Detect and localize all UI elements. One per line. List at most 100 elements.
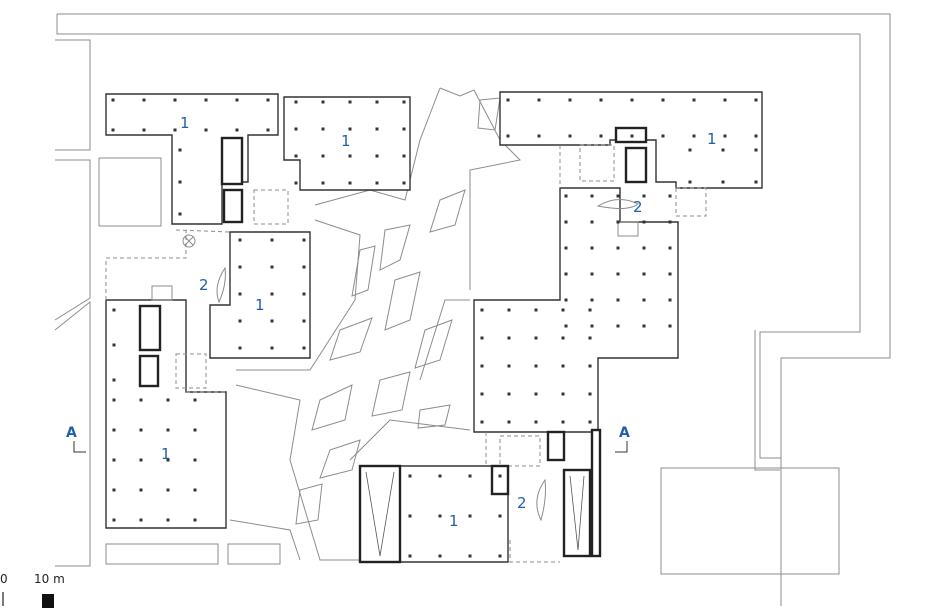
column-marker <box>139 458 143 462</box>
column-marker <box>375 154 379 158</box>
column-marker <box>468 554 472 558</box>
column-marker <box>590 220 594 224</box>
column-marker <box>561 420 565 424</box>
column-marker <box>534 420 538 424</box>
service-cores <box>138 126 648 564</box>
column-marker <box>507 392 511 396</box>
column-marker <box>348 100 352 104</box>
column-marker <box>534 336 538 340</box>
zone-label-2: 2 <box>199 276 209 294</box>
column-marker <box>642 298 646 302</box>
site-context <box>54 13 891 606</box>
column-marker <box>590 272 594 276</box>
column-marker <box>668 324 672 328</box>
column-marker <box>270 265 274 269</box>
column-marker <box>238 319 242 323</box>
column-marker <box>266 98 270 102</box>
column-marker <box>668 194 672 198</box>
column-marker <box>139 428 143 432</box>
column-marker <box>112 378 116 382</box>
column-marker <box>294 100 298 104</box>
column-marker <box>178 212 182 216</box>
column-marker <box>754 134 758 138</box>
column-marker <box>588 364 592 368</box>
column-marker <box>111 98 115 102</box>
column-marker <box>507 336 511 340</box>
column-marker <box>321 154 325 158</box>
column-marker <box>348 127 352 131</box>
column-marker <box>588 392 592 396</box>
column-marker <box>564 324 568 328</box>
column-marker <box>537 98 541 102</box>
column-marker <box>630 134 634 138</box>
column-marker <box>498 554 502 558</box>
column-marker <box>588 336 592 340</box>
column-marker <box>590 194 594 198</box>
column-marker <box>112 428 116 432</box>
column-marker <box>142 98 146 102</box>
column-marker <box>193 458 197 462</box>
column-marker <box>193 488 197 492</box>
column-marker <box>178 180 182 184</box>
column-marker <box>480 364 484 368</box>
column-marker <box>668 272 672 276</box>
zone-label-1: 1 <box>161 445 171 463</box>
column-marker <box>142 128 146 132</box>
column-marker <box>480 420 484 424</box>
section-marker-a-east: A <box>619 425 630 441</box>
column-marker <box>235 128 239 132</box>
column-marker <box>616 246 620 250</box>
column-marker <box>294 127 298 131</box>
zone-label-1: 1 <box>180 114 190 132</box>
column-marker <box>238 238 242 242</box>
column-marker <box>498 514 502 518</box>
column-marker <box>438 514 442 518</box>
column-marker <box>166 398 170 402</box>
column-marker <box>321 100 325 104</box>
scale-bar-start-label: 0 <box>0 572 8 586</box>
column-marker <box>480 308 484 312</box>
column-marker <box>616 298 620 302</box>
column-marker <box>642 220 646 224</box>
column-marker <box>661 98 665 102</box>
column-marker <box>616 194 620 198</box>
column-marker <box>630 98 634 102</box>
column-marker <box>564 298 568 302</box>
column-marker <box>112 518 116 522</box>
column-marker <box>534 392 538 396</box>
column-marker <box>302 319 306 323</box>
column-marker <box>468 474 472 478</box>
column-marker <box>408 474 412 478</box>
column-marker <box>302 265 306 269</box>
column-marker <box>754 180 758 184</box>
scale-bar-block <box>42 594 54 608</box>
column-marker <box>507 364 511 368</box>
column-marker <box>754 98 758 102</box>
column-marker <box>166 458 170 462</box>
column-marker <box>112 343 116 347</box>
zone-label-1: 1 <box>255 296 265 314</box>
column-marker <box>668 220 672 224</box>
column-marker <box>348 154 352 158</box>
column-marker <box>302 346 306 350</box>
column-marker <box>534 308 538 312</box>
column-marker <box>375 127 379 131</box>
column-marker <box>375 181 379 185</box>
column-marker <box>111 128 115 132</box>
column-marker <box>112 308 116 312</box>
column-marker <box>294 154 298 158</box>
column-marker <box>166 428 170 432</box>
column-marker <box>642 272 646 276</box>
column-marker <box>166 518 170 522</box>
column-marker <box>438 554 442 558</box>
column-marker <box>723 134 727 138</box>
column-marker <box>498 474 502 478</box>
column-marker <box>507 308 511 312</box>
column-marker <box>588 420 592 424</box>
column-marker <box>178 148 182 152</box>
column-marker <box>561 364 565 368</box>
zone-label-1: 1 <box>341 132 351 150</box>
column-marker <box>616 324 620 328</box>
column-marker <box>321 181 325 185</box>
